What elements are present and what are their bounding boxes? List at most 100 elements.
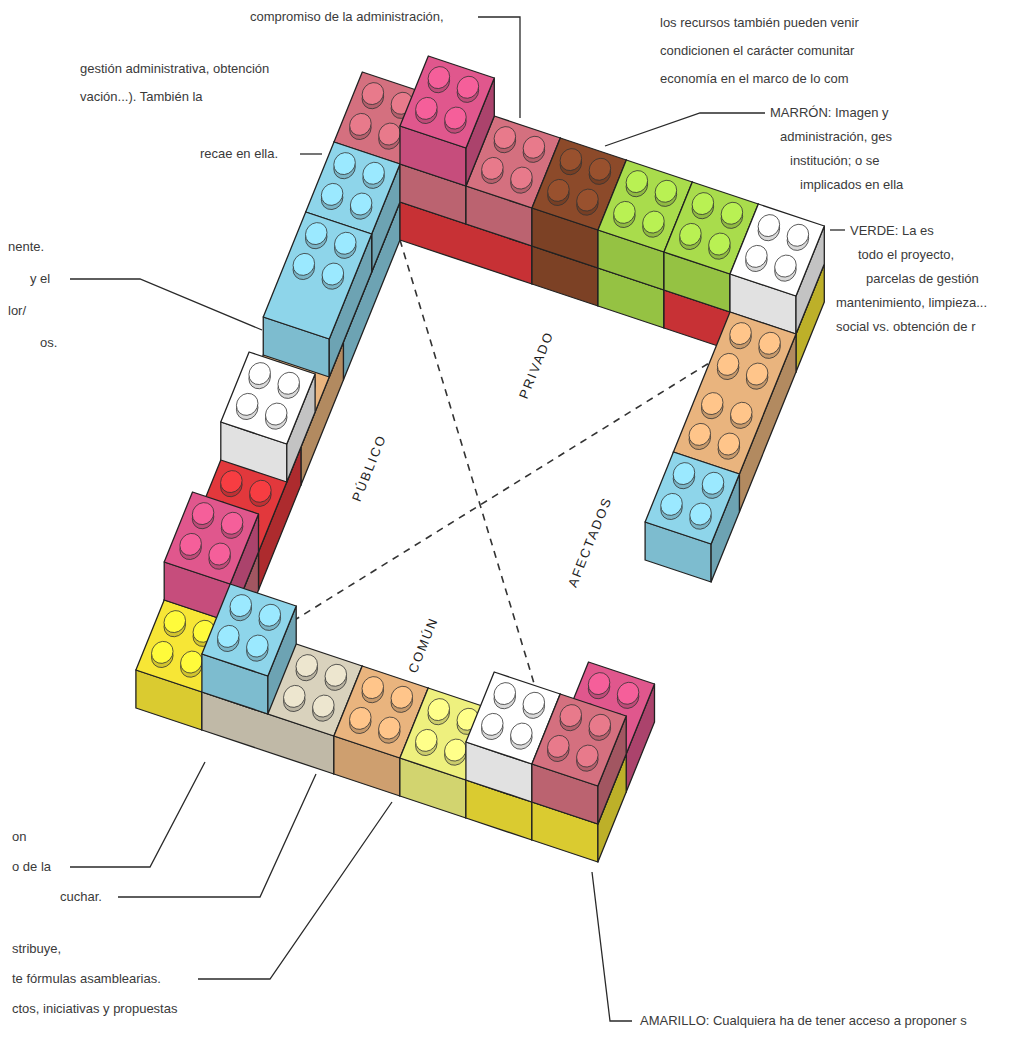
annotation: lor/	[8, 302, 26, 319]
stud-top	[428, 699, 450, 721]
stud-top	[614, 201, 636, 223]
brick-stud	[334, 153, 356, 179]
stud-top	[673, 463, 695, 485]
brick-stud	[661, 493, 683, 519]
lego-brick	[164, 492, 258, 622]
stud-top	[363, 162, 385, 184]
brick-stud	[560, 149, 582, 175]
annotation: mantenimiento, limpieza...	[836, 294, 987, 311]
annotation-text: mantenimiento, limpieza...	[836, 295, 987, 310]
brick-stud	[523, 692, 545, 718]
brick-stud	[322, 263, 344, 289]
brick-stud	[305, 223, 327, 249]
brick-stud	[577, 745, 599, 771]
annotation: recae en ella.	[200, 145, 278, 162]
stud-top	[690, 503, 712, 525]
stud-top	[661, 493, 683, 515]
stud-top	[379, 717, 401, 739]
stud-top	[759, 332, 781, 354]
stud-top	[721, 202, 743, 224]
annotation: stribuye,	[12, 940, 61, 957]
brick-face	[263, 212, 371, 339]
annotation-text: los recursos también pueden venir	[660, 15, 859, 30]
stud-top	[511, 723, 533, 745]
brick-stud	[445, 739, 467, 765]
brick-stud	[482, 157, 504, 183]
brick-stud	[614, 201, 636, 227]
annotation-text: lor/	[8, 303, 26, 318]
annotation: te fórmulas asamblearias.	[12, 970, 161, 987]
stud-top	[494, 683, 516, 705]
stud-top	[482, 713, 504, 735]
stud-top	[334, 153, 356, 175]
brick-stud	[643, 211, 665, 237]
stud-top	[428, 67, 450, 89]
brick-stud	[181, 651, 203, 677]
quadrant-region: COMÚN	[402, 610, 446, 680]
annotation: vación...). También la	[80, 88, 203, 105]
annotation: institución; o se	[790, 152, 880, 169]
annotation: MARRÓN: Imagen y	[770, 104, 888, 121]
stud-top	[730, 323, 752, 345]
brick-stud	[180, 533, 202, 559]
annotation-text: implicados en ella	[800, 177, 903, 192]
stud-top	[247, 635, 269, 657]
stud-top	[643, 211, 665, 233]
brick-face	[645, 452, 739, 544]
brick-stud	[626, 171, 648, 197]
annotation-text: MARRÓN: Imagen y	[770, 105, 888, 120]
stud-top	[511, 167, 533, 189]
brick-stud	[655, 180, 677, 206]
stud-top	[718, 433, 740, 455]
brick-stud	[284, 685, 306, 711]
stud-top	[265, 403, 287, 425]
lego-brick	[730, 204, 824, 334]
brick-stud	[362, 83, 384, 109]
stud-top	[577, 189, 599, 211]
stud-top	[617, 682, 639, 704]
stud-top	[523, 692, 545, 714]
stud-top	[494, 127, 516, 149]
stud-top	[362, 677, 384, 699]
brick-stud	[731, 402, 753, 428]
stud-top	[701, 393, 723, 415]
stud-top	[350, 193, 372, 215]
brick-stud	[560, 705, 582, 731]
brick-stud	[152, 641, 174, 667]
brick-stud	[416, 97, 438, 123]
stud-top	[164, 611, 186, 633]
brick-stud	[321, 183, 343, 209]
stud-top	[655, 180, 677, 202]
brick-stud	[548, 179, 570, 205]
leader-line	[70, 762, 205, 867]
stud-top	[457, 76, 479, 98]
brick-stud	[350, 113, 372, 139]
annotation: os.	[40, 334, 57, 351]
brick-stud	[701, 393, 723, 419]
annotation-text: y el	[30, 271, 50, 286]
stud-top	[278, 372, 300, 394]
stud-top	[775, 255, 797, 277]
annotation-text: stribuye,	[12, 941, 61, 956]
brick-stud	[746, 245, 768, 271]
annotation: y el	[30, 270, 50, 287]
stud-top	[548, 735, 570, 757]
stud-top	[680, 223, 702, 245]
brick-stud	[730, 323, 752, 349]
quadrant-region: AFECTADOS	[561, 490, 619, 594]
annotation-text: on	[12, 829, 26, 844]
brick-stud	[265, 403, 287, 429]
stud-top	[284, 685, 306, 707]
annotation-text: social vs. obtención de r	[836, 319, 975, 334]
annotation-text: parcelas de gestión	[866, 271, 979, 286]
stud-top	[589, 158, 611, 180]
brick-stud	[192, 503, 214, 529]
stud-top	[305, 223, 327, 245]
stud-top	[322, 263, 344, 285]
stud-top	[702, 472, 724, 494]
brick-stud	[296, 655, 318, 681]
brick-stud	[209, 543, 231, 569]
brick-stud	[709, 233, 731, 259]
stud-top	[548, 179, 570, 201]
stud-top	[325, 664, 347, 686]
